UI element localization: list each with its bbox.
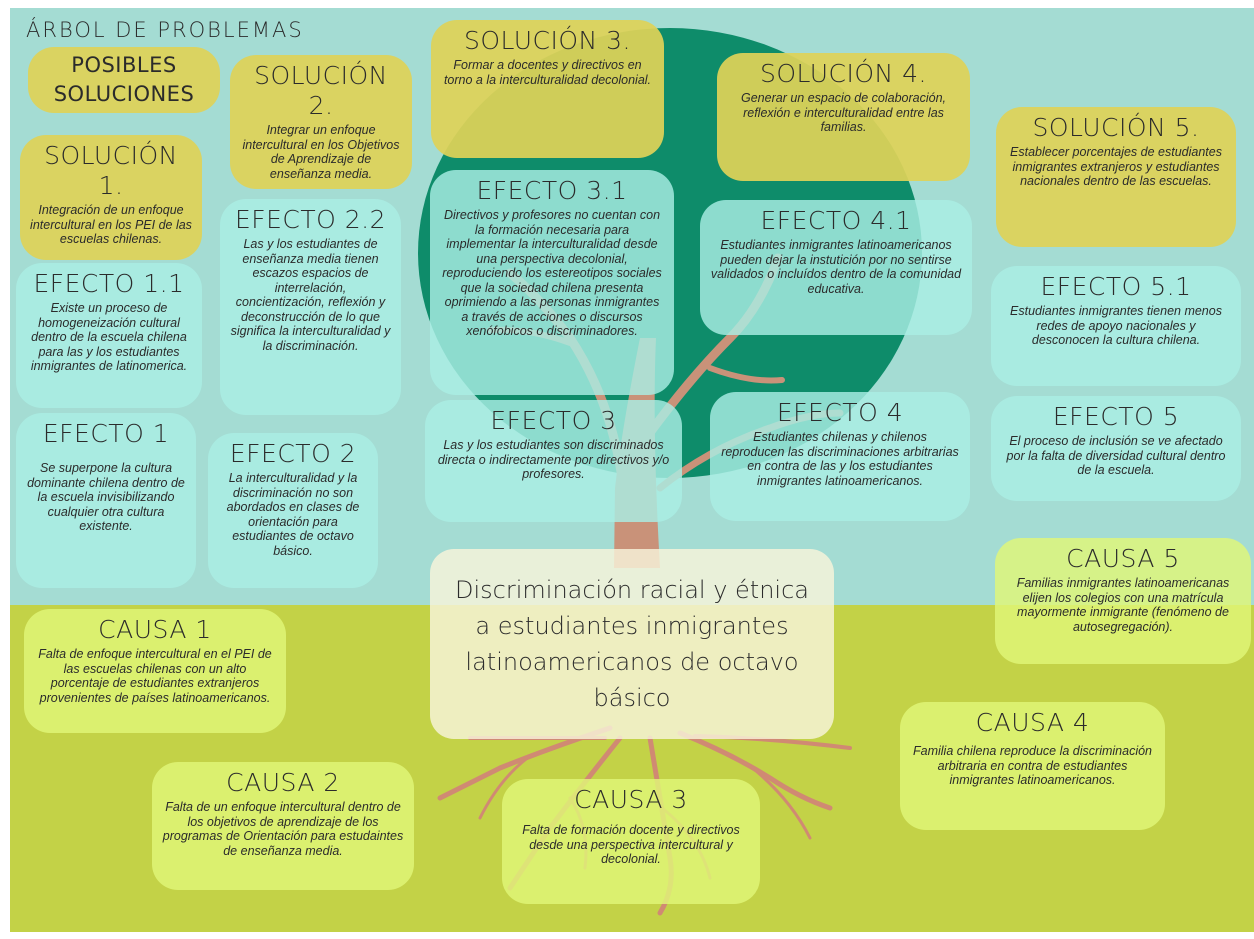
- solucion-1-title: SOLUCIÓN 1.: [44, 141, 178, 200]
- causa-4-title: CAUSA 4: [975, 708, 1090, 737]
- efecto-4-1-box: EFECTO 4.1 Estudiantes inmigrantes latin…: [700, 200, 972, 335]
- efecto-1-box: EFECTO 1 Se superpone la cultura dominan…: [16, 413, 196, 588]
- efecto-2-text: La interculturalidad y la discriminación…: [226, 471, 360, 558]
- posibles-soluciones-heading: POSIBLES SOLUCIONES: [28, 47, 220, 113]
- solucion-2-text: Integrar un enfoque intercultural en los…: [242, 123, 400, 181]
- central-problem-box: Discriminación racial y étnica a estudia…: [430, 549, 834, 739]
- solucion-3-title: SOLUCIÓN 3.: [463, 26, 632, 55]
- efecto-5-1-title: EFECTO 5.1: [1040, 272, 1192, 301]
- efecto-4-1-title: EFECTO 4.1: [760, 206, 912, 235]
- solucion-4-box: SOLUCIÓN 4. Generar un espacio de colabo…: [717, 53, 970, 181]
- efecto-2-2-title: EFECTO 2.2: [234, 205, 387, 234]
- efecto-3-1-text: Directivos y profesores no cuentan con l…: [442, 208, 662, 338]
- solucion-3-text: Formar a docentes y directivos en torno …: [443, 58, 652, 87]
- causa-1-box: CAUSA 1 Falta de enfoque intercultural e…: [24, 609, 286, 733]
- efecto-3-title: EFECTO 3: [490, 406, 617, 435]
- causa-4-text: Familia chilena reproduce la discriminac…: [913, 744, 1152, 787]
- efecto-1-1-text: Existe un proceso de homogeneización cul…: [30, 301, 188, 373]
- efecto-2-2-text: Las y los estudiantes de enseñanza media…: [230, 237, 391, 353]
- efecto-4-text: Estudiantes chilenas y chilenos reproduc…: [721, 430, 959, 488]
- efecto-3-text: Las y los estudiantes son discriminados …: [437, 438, 670, 481]
- causa-3-title: CAUSA 3: [574, 785, 688, 814]
- efecto-5-box: EFECTO 5 El proceso de inclusión se ve a…: [991, 396, 1241, 501]
- efecto-3-1-box: EFECTO 3.1 Directivos y profesores no cu…: [430, 170, 674, 395]
- efecto-2-title: EFECTO 2: [229, 439, 357, 468]
- efecto-4-box: EFECTO 4 Estudiantes chilenas y chilenos…: [710, 392, 970, 521]
- diagram-title: ÁRBOL DE PROBLEMAS: [26, 18, 304, 42]
- solucion-5-title: SOLUCIÓN 5.: [1032, 113, 1200, 142]
- causa-1-title: CAUSA 1: [98, 615, 212, 644]
- causa-5-text: Familias inmigrantes latinoamericanas el…: [1016, 576, 1230, 634]
- causa-2-text: Falta de un enfoque intercultural dentro…: [162, 800, 404, 858]
- efecto-1-1-title: EFECTO 1.1: [33, 269, 185, 298]
- causa-3-text: Falta de formación docente y directivos …: [522, 823, 740, 866]
- solucion-4-title: SOLUCIÓN 4.: [759, 59, 928, 88]
- efecto-3-box: EFECTO 3 Las y los estudiantes son discr…: [425, 400, 682, 522]
- causa-5-box: CAUSA 5 Familias inmigrantes latinoameri…: [995, 538, 1251, 664]
- causa-3-box: CAUSA 3 Falta de formación docente y dir…: [502, 779, 760, 904]
- solucion-5-text: Establecer porcentajes de estudiantes in…: [1010, 145, 1222, 188]
- solucion-1-text: Integración de un enfoque intercultural …: [30, 203, 192, 246]
- causa-4-box: CAUSA 4 Familia chilena reproduce la dis…: [900, 702, 1165, 830]
- solucion-3-box: SOLUCIÓN 3. Formar a docentes y directiv…: [431, 20, 664, 158]
- efecto-1-1-box: EFECTO 1.1 Existe un proceso de homogene…: [16, 263, 202, 408]
- efecto-5-1-text: Estudiantes inmigrantes tienen menos red…: [1010, 304, 1222, 347]
- causa-1-text: Falta de enfoque intercultural en el PEI…: [38, 647, 272, 705]
- solucion-2-box: SOLUCIÓN 2. Integrar un enfoque intercul…: [230, 55, 412, 189]
- efecto-4-title: EFECTO 4: [776, 398, 904, 427]
- efecto-5-title: EFECTO 5: [1052, 402, 1180, 431]
- efecto-4-1-text: Estudiantes inmigrantes latinoamericanos…: [710, 238, 962, 296]
- causa-2-box: CAUSA 2 Falta de un enfoque intercultura…: [152, 762, 414, 890]
- efecto-1-title: EFECTO 1: [42, 419, 170, 448]
- efecto-1-text: Se superpone la cultura dominante chilen…: [27, 461, 185, 533]
- causa-2-title: CAUSA 2: [226, 768, 340, 797]
- solucion-4-text: Generar un espacio de colaboración, refl…: [741, 91, 946, 134]
- solucion-1-box: SOLUCIÓN 1. Integración de un enfoque in…: [20, 135, 202, 260]
- efecto-2-2-box: EFECTO 2.2 Las y los estudiantes de ense…: [220, 199, 401, 415]
- efecto-3-1-title: EFECTO 3.1: [476, 176, 628, 205]
- diagram-canvas: ÁRBOL DE PROBLEMAS POSIBLES SOLUCIONES S…: [10, 8, 1254, 932]
- solucion-5-box: SOLUCIÓN 5. Establecer porcentajes de es…: [996, 107, 1236, 247]
- efecto-5-1-box: EFECTO 5.1 Estudiantes inmigrantes tiene…: [991, 266, 1241, 386]
- causa-5-title: CAUSA 5: [1066, 544, 1180, 573]
- solucion-2-title: SOLUCIÓN 2.: [254, 61, 388, 120]
- efecto-2-box: EFECTO 2 La interculturalidad y la discr…: [208, 433, 378, 588]
- posibles-soluciones-label: POSIBLES SOLUCIONES: [53, 53, 195, 106]
- central-problem-text: Discriminación racial y étnica a estudia…: [455, 576, 809, 712]
- efecto-5-text: El proceso de inclusión se ve afectado p…: [1006, 434, 1226, 477]
